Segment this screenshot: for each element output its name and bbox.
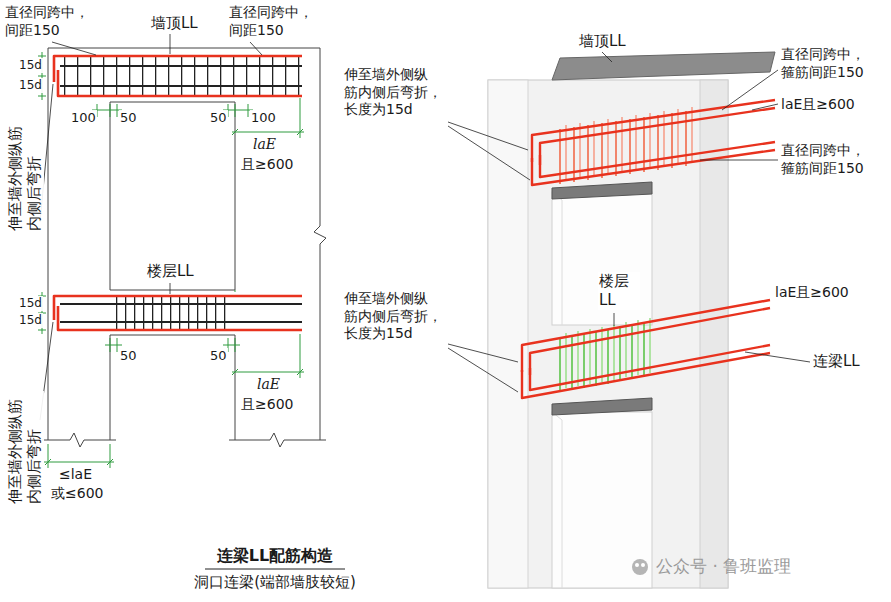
dimension: laE且≥600 xyxy=(780,96,856,114)
dimension: 15d xyxy=(18,78,43,93)
note: 伸至墙外侧纵筋 内侧后弯折 xyxy=(6,391,44,505)
note: 伸至墙外侧纵 筋内侧后弯折， 长度为15d xyxy=(343,66,449,119)
beam-name: 楼层 LL xyxy=(598,272,640,310)
leader-lines xyxy=(40,34,262,420)
dimension: 15d xyxy=(18,296,43,311)
dimension: 且≥600 xyxy=(240,396,294,414)
watermark-icon xyxy=(632,559,648,575)
beam-name: 连梁LL xyxy=(812,352,861,371)
note: 伸至墙外侧纵筋 内侧后弯折 xyxy=(6,118,44,232)
dimension: laE且≥600 xyxy=(774,284,850,302)
note: 伸至墙外侧纵 筋内侧后弯折， 长度为15d xyxy=(343,290,449,343)
dimension: laE xyxy=(252,136,277,154)
figure-title: 连梁LL配筋构造 xyxy=(216,546,334,566)
dimension: 50 xyxy=(119,348,138,364)
dimension: ≤laE xyxy=(58,466,93,484)
figure-caption: 洞口连梁(端部墙肢较短) xyxy=(193,573,357,592)
note: 直径同跨中， 间距150 xyxy=(228,4,322,39)
dimension: 50 xyxy=(119,110,138,126)
watermark: 公众号 · 鲁班监理 xyxy=(655,556,792,577)
dimension: 100 xyxy=(70,110,97,126)
note: 直径同跨中， 箍筋间距150 xyxy=(780,142,874,177)
longitudinal-bars-3d xyxy=(522,100,775,398)
dimension-lines xyxy=(38,52,304,468)
dimension: 50 xyxy=(209,348,228,364)
title-underline xyxy=(205,569,345,570)
dimension: laE xyxy=(256,376,281,394)
dimension: 且≥600 xyxy=(240,156,294,174)
longitudinal-bars xyxy=(54,56,302,330)
beam-name: 墙顶LL xyxy=(578,32,627,51)
wall-outline xyxy=(42,48,326,447)
dimension: 或≤600 xyxy=(50,485,104,503)
dimension: 100 xyxy=(250,110,277,126)
leader-lines-3d xyxy=(448,52,810,392)
wall-bars xyxy=(60,66,302,322)
beam-name: 楼层LL xyxy=(146,262,195,281)
dimension: 50 xyxy=(209,110,228,126)
dimension: 15d xyxy=(18,58,43,73)
stirrups-3d xyxy=(560,107,692,392)
note: 直径同跨中， 间距150 xyxy=(4,4,98,39)
wall-3d xyxy=(488,52,775,588)
beam-name: 墙顶LL xyxy=(150,14,199,33)
note: 直径同跨中， 箍筋间距150 xyxy=(780,46,874,81)
dimension: 15d xyxy=(18,313,43,328)
